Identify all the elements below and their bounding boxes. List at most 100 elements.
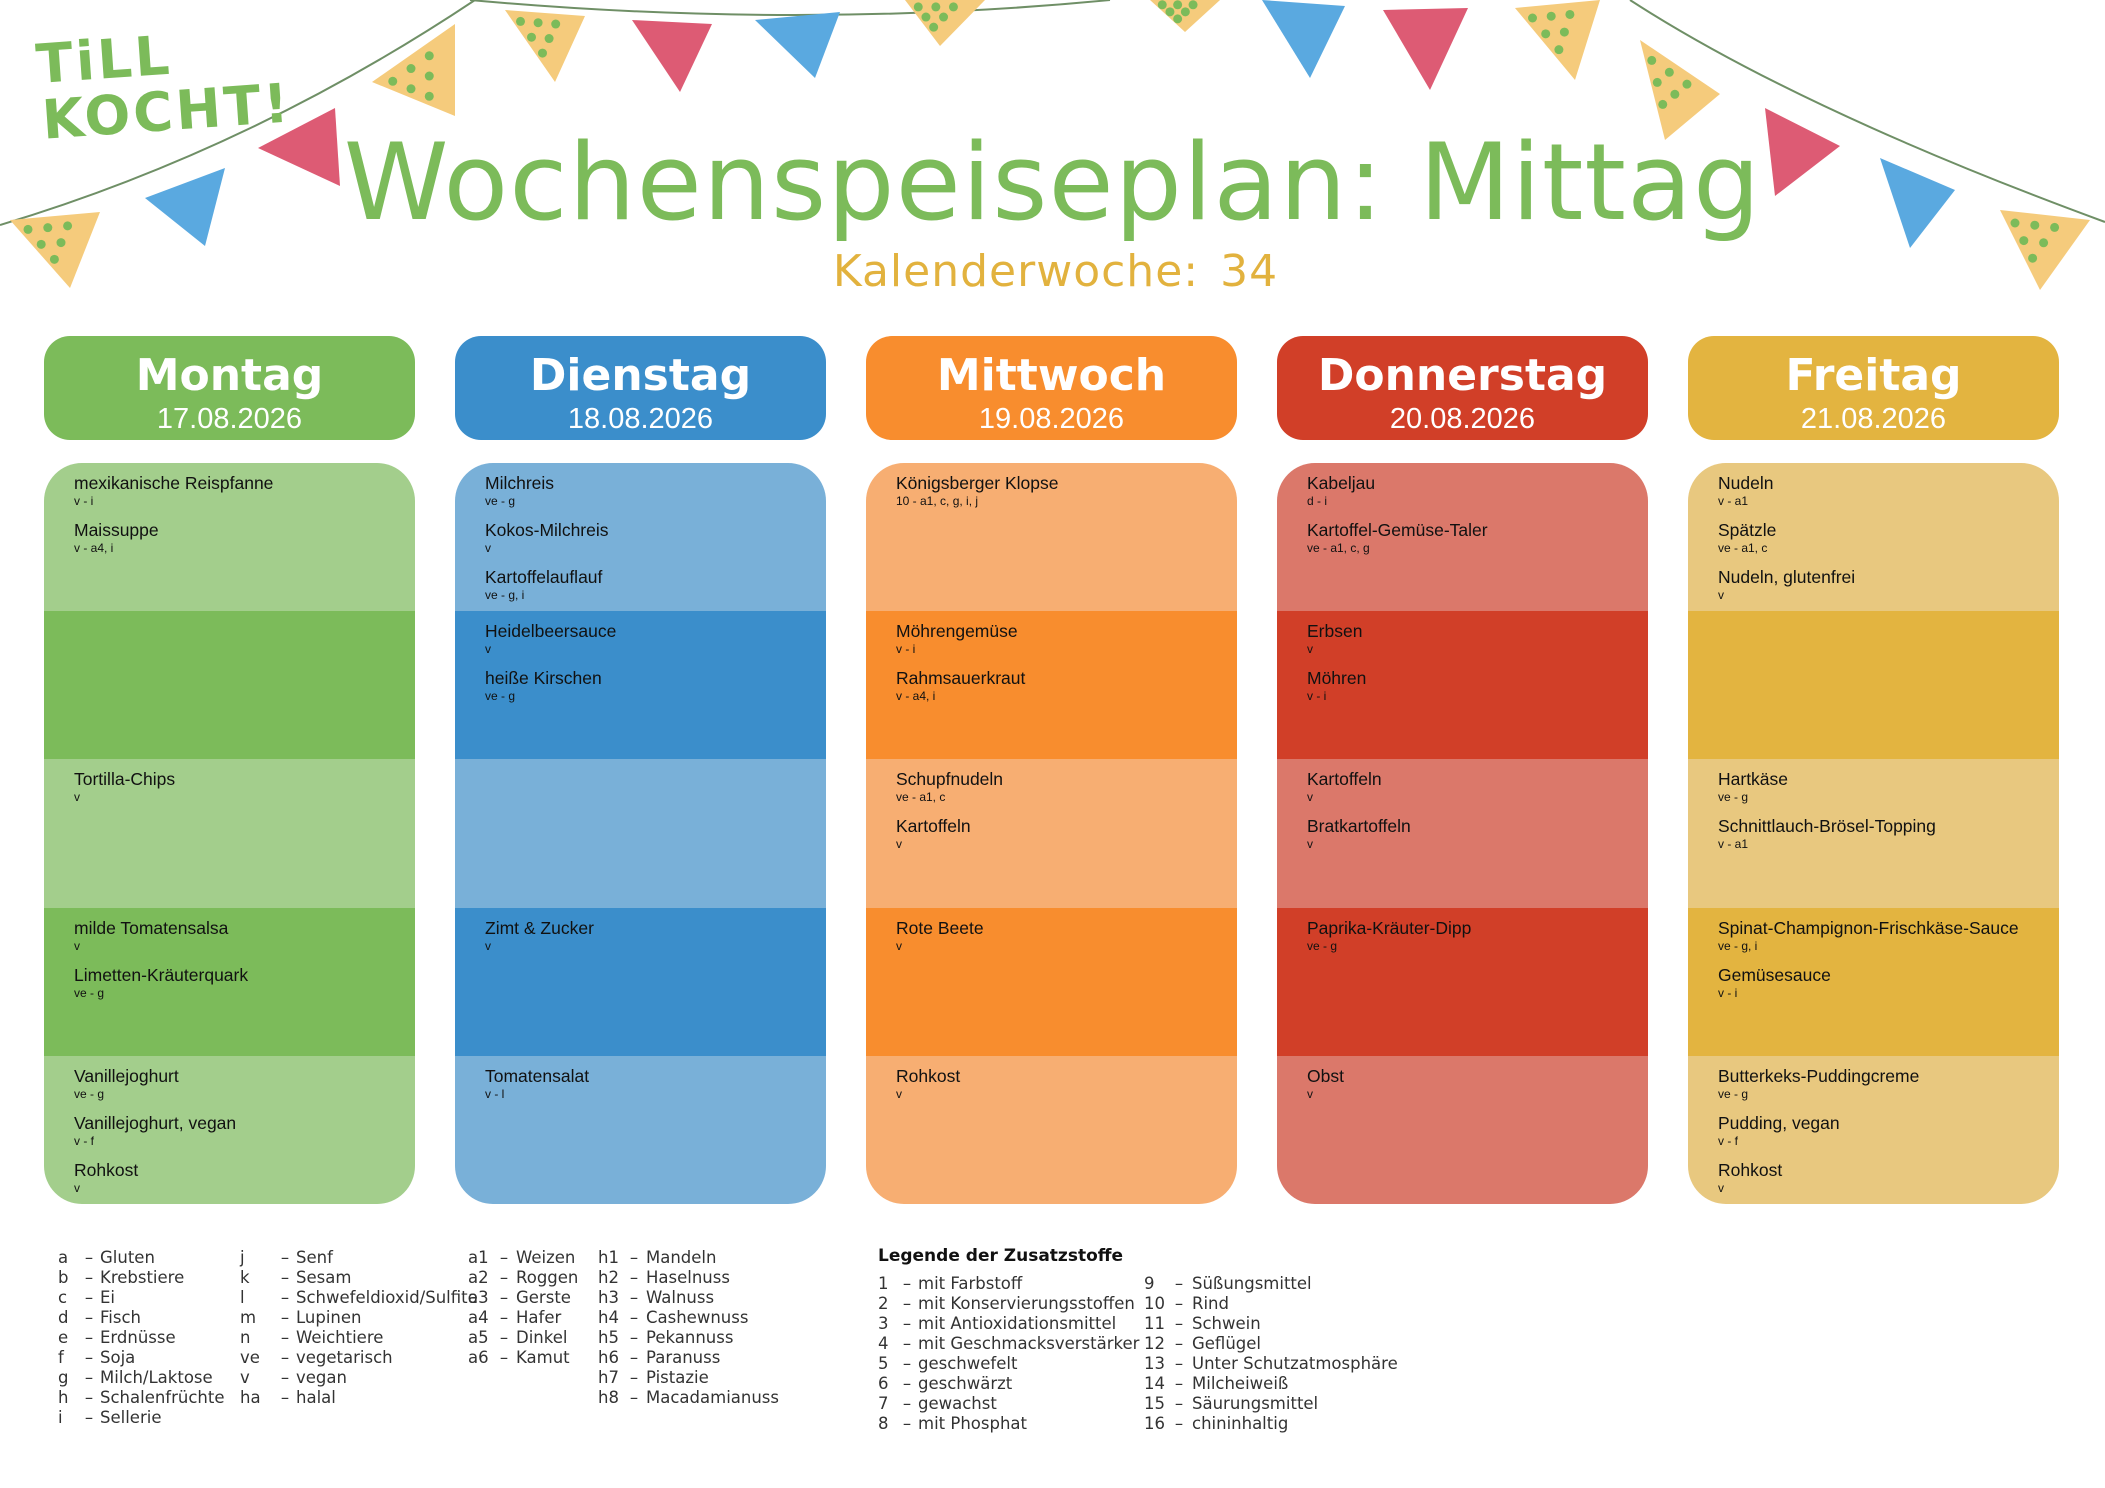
legend-dash: – xyxy=(902,1274,912,1293)
legend-dash: – xyxy=(280,1368,290,1387)
bunting-flag xyxy=(1765,108,1840,196)
legend-label: Rind xyxy=(1192,1294,1229,1313)
legend-key: 16 xyxy=(1144,1414,1165,1433)
dish-name: Schnittlauch-Brösel-Topping xyxy=(1718,816,1936,837)
legend-row: a2–Roggen xyxy=(468,1268,578,1288)
legend-label: Gerste xyxy=(516,1288,571,1307)
legend-label: Geflügel xyxy=(1192,1334,1261,1353)
legend-row: 2–mit Konservierungsstoffen xyxy=(878,1294,1139,1314)
dish-name: Nudeln xyxy=(1718,473,1774,493)
legend-key: 10 xyxy=(1144,1294,1165,1313)
legend-dash: – xyxy=(499,1348,509,1367)
dish-name: Rohkost xyxy=(896,1065,961,1086)
dish-allergen-code: v xyxy=(1307,1086,1313,1101)
dish-allergen-code: v xyxy=(1307,790,1313,805)
day-name: Mittwoch xyxy=(936,350,1167,401)
legend-row: 7–gewachst xyxy=(878,1394,1139,1414)
legend-label: Gluten xyxy=(100,1248,155,1267)
day-date: 21.08.2026 xyxy=(1800,403,1947,435)
bunting-flag xyxy=(2000,210,2090,290)
legend-dash: – xyxy=(84,1288,94,1307)
dish-name: Maissuppe xyxy=(74,520,159,540)
legend-row: 3–mit Antioxidationsmittel xyxy=(878,1314,1139,1334)
legend-row: 9–Süßungsmittel xyxy=(1144,1274,1398,1294)
dish-allergen-code: ve - g xyxy=(1718,1086,1749,1101)
dish-allergen-code: v xyxy=(74,1180,80,1195)
legend-row: h4–Cashewnuss xyxy=(598,1308,779,1328)
legend-dash: – xyxy=(1174,1354,1184,1373)
legend-row: i–Sellerie xyxy=(58,1408,225,1428)
bunting-flag xyxy=(1880,158,1955,248)
legend-row: 10–Rind xyxy=(1144,1294,1398,1314)
dish-name: Kartoffeln xyxy=(1307,769,1382,790)
dish-name: Limetten-Kräuterquark xyxy=(74,964,249,985)
day-date: 19.08.2026 xyxy=(978,403,1125,435)
bunting-flag xyxy=(1640,40,1720,140)
dish-name: Kartoffeln xyxy=(896,816,971,837)
dish-name: Kokos-Milchreis xyxy=(485,520,609,540)
legend-dash: – xyxy=(902,1414,912,1433)
legend-dash: – xyxy=(84,1268,94,1287)
dish-name: Möhrengemüse xyxy=(896,621,1018,642)
dish-allergen-code: v xyxy=(1718,1180,1724,1195)
dish-allergen-code: v - f xyxy=(1718,1133,1738,1148)
additives-legend-title: Legende der Zusatzstoffe xyxy=(878,1246,1124,1266)
legend-row: 5–geschwefelt xyxy=(878,1354,1139,1374)
legend-label: Weizen xyxy=(516,1248,576,1267)
legend-key: h1 xyxy=(598,1248,619,1267)
legend-dash: – xyxy=(280,1308,290,1327)
legend-dash: – xyxy=(280,1328,290,1347)
dish-name: Pudding, vegan xyxy=(1718,1112,1840,1133)
legend-key: 15 xyxy=(1144,1394,1165,1413)
bunting-flag xyxy=(10,212,100,288)
legend-key: 2 xyxy=(878,1294,889,1313)
legend-key: h xyxy=(58,1388,69,1407)
bunting-string xyxy=(0,0,476,226)
dish-name: Vanillejoghurt, vegan xyxy=(74,1112,237,1133)
dish-name: Tortilla-Chips xyxy=(74,769,176,790)
legend-key: h3 xyxy=(598,1288,619,1307)
legend-key: 11 xyxy=(1144,1314,1165,1333)
legend-label: Roggen xyxy=(516,1268,579,1287)
legend-label: Milch/Laktose xyxy=(100,1368,213,1387)
legend-key: 6 xyxy=(878,1374,889,1393)
legend-key: ha xyxy=(240,1388,261,1407)
legend-key: 3 xyxy=(878,1314,889,1333)
legend-label: mit Phosphat xyxy=(918,1414,1027,1433)
legend-label: Kamut xyxy=(516,1348,570,1367)
legend-label: mit Antioxidationsmittel xyxy=(918,1314,1117,1333)
dish-allergen-code: ve - g xyxy=(485,689,516,704)
legend-row: a5–Dinkel xyxy=(468,1328,578,1348)
legend-row: h5–Pekannuss xyxy=(598,1328,779,1348)
legend-key: a1 xyxy=(468,1248,489,1267)
legend-key: c xyxy=(58,1288,68,1307)
legend-label: Macadamianuss xyxy=(646,1388,779,1407)
legend-dash: – xyxy=(902,1294,912,1313)
dish-allergen-code: v xyxy=(1307,837,1313,852)
day-name: Dienstag xyxy=(529,350,752,401)
legend-label: geschwärzt xyxy=(918,1374,1013,1393)
